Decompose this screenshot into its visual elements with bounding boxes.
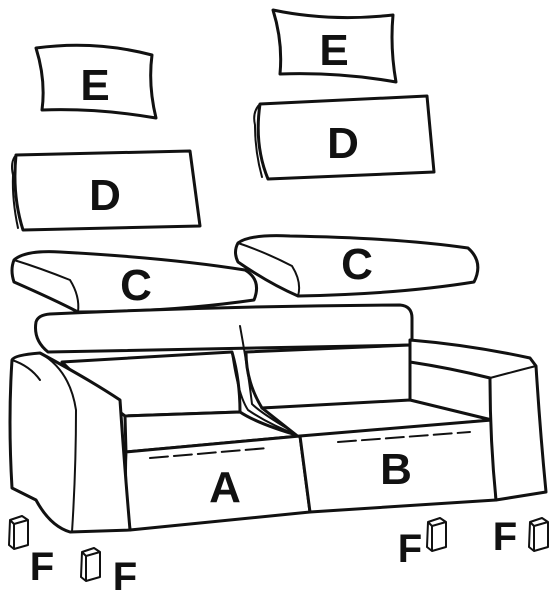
label-d-right: D (327, 119, 359, 168)
foot-f-3 (427, 518, 446, 551)
pillow-e-right: E (273, 10, 396, 82)
label-f-1: F (30, 545, 54, 589)
label-d-left: D (89, 171, 121, 220)
label-b: B (380, 445, 412, 494)
foot-f-1 (9, 516, 28, 549)
label-a: A (209, 463, 241, 512)
seat-cushion-c-right: C (236, 236, 478, 296)
foot-f-4 (529, 518, 548, 551)
pillow-e-left: E (36, 45, 156, 118)
sofa-body (10, 305, 546, 532)
label-e-right: E (319, 26, 348, 75)
label-f-2: F (113, 555, 137, 595)
label-c-right: C (341, 240, 373, 289)
back-cushion-d-left: D (12, 151, 200, 230)
foot-f-2 (81, 548, 100, 581)
label-f-3: F (398, 527, 422, 571)
label-f-4: F (493, 515, 517, 559)
label-c-left: C (120, 261, 152, 310)
label-e-left: E (80, 61, 109, 110)
seat-cushion-c-left: C (12, 252, 257, 312)
back-cushion-d-right: D (254, 96, 434, 179)
